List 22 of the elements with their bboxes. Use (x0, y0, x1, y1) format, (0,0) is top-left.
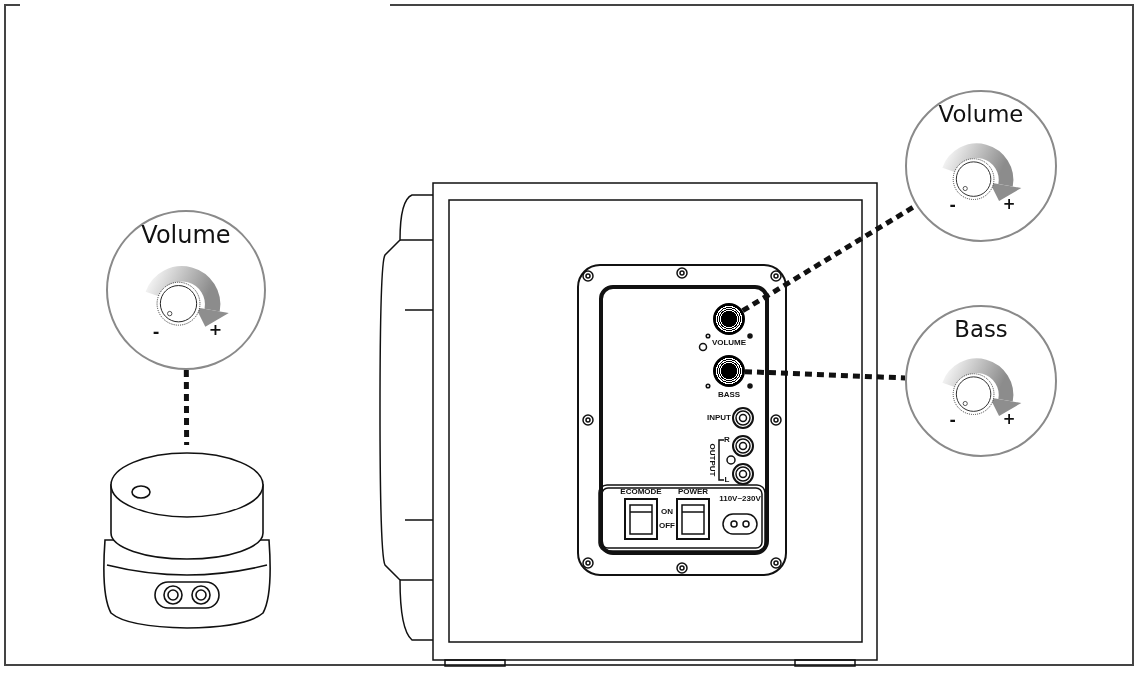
jack-label: R (724, 436, 730, 444)
switch-label: POWER (677, 488, 709, 496)
switch-state-label: ON (661, 508, 673, 516)
plus-sign: + (1002, 411, 1016, 428)
switch-label: ECOMODE (620, 488, 662, 496)
switch-state-label: OFF (659, 522, 675, 530)
jack-label: OUTPUT (708, 443, 716, 477)
jack-label: INPUT (707, 414, 731, 422)
voltage-label: 110V~230V (719, 495, 761, 503)
knob-caption: VOLUME (711, 339, 747, 347)
knob-label: Volume (937, 102, 1025, 126)
plus-sign: + (208, 322, 223, 339)
minus-sign: - (949, 413, 956, 429)
knob-label: Volume (140, 223, 232, 248)
knob-label: Bass (953, 317, 1009, 341)
dashed-line (183, 370, 190, 445)
minus-sign: - (152, 324, 160, 340)
jack-label: L (724, 476, 730, 484)
minus-sign: - (949, 198, 956, 214)
knob-caption: BASS (717, 391, 741, 399)
plus-sign: + (1002, 196, 1016, 213)
dashed-line (744, 369, 906, 381)
